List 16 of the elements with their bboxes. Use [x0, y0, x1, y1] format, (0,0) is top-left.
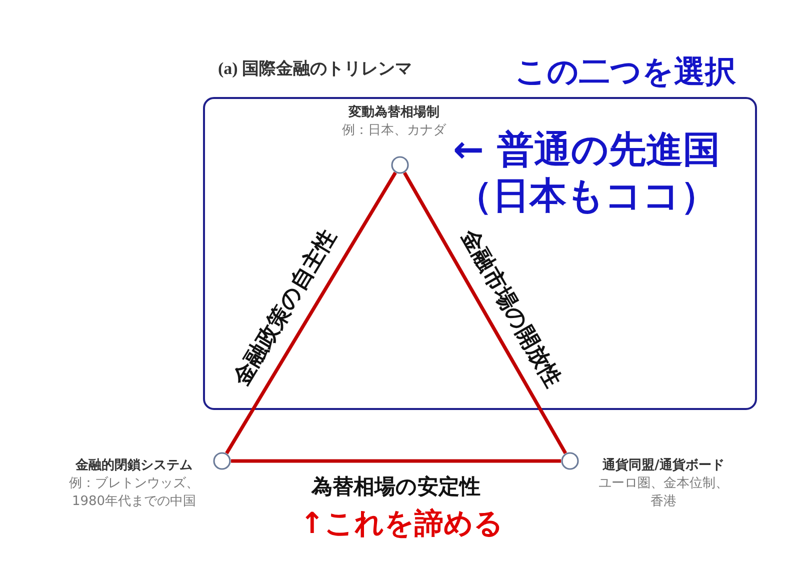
- edge-label: 金融政策の自主性: [229, 224, 344, 390]
- frame-heading: この二つを選択: [515, 53, 736, 91]
- connector-line: [225, 172, 397, 454]
- vertex-title: 金融的閉鎖システム: [74, 457, 194, 475]
- edge-label: 為替相場の安定性: [312, 474, 480, 500]
- annotation-text: ← 普通の先進国（日本もココ）: [452, 127, 721, 219]
- vertex-example-text: ユーロ圏、金本位制、香港: [598, 475, 730, 511]
- connector-line: [402, 172, 568, 454]
- edge-label: 金融市場の開放性: [454, 226, 566, 392]
- diagram-title: (a) 国際金融のトリレンマ: [218, 58, 412, 80]
- vertex-example-text: 例：日本、カナダ: [341, 122, 448, 140]
- note-text: ↑これを諦める: [300, 505, 504, 542]
- vertex-title: 変動為替相場制: [348, 104, 440, 122]
- vertex-title: 通貨同盟/通貨ボード: [602, 457, 726, 475]
- connector-line: [231, 459, 561, 463]
- vertex-example-text: 例：ブレトンウッズ、1980年代までの中国: [68, 475, 200, 511]
